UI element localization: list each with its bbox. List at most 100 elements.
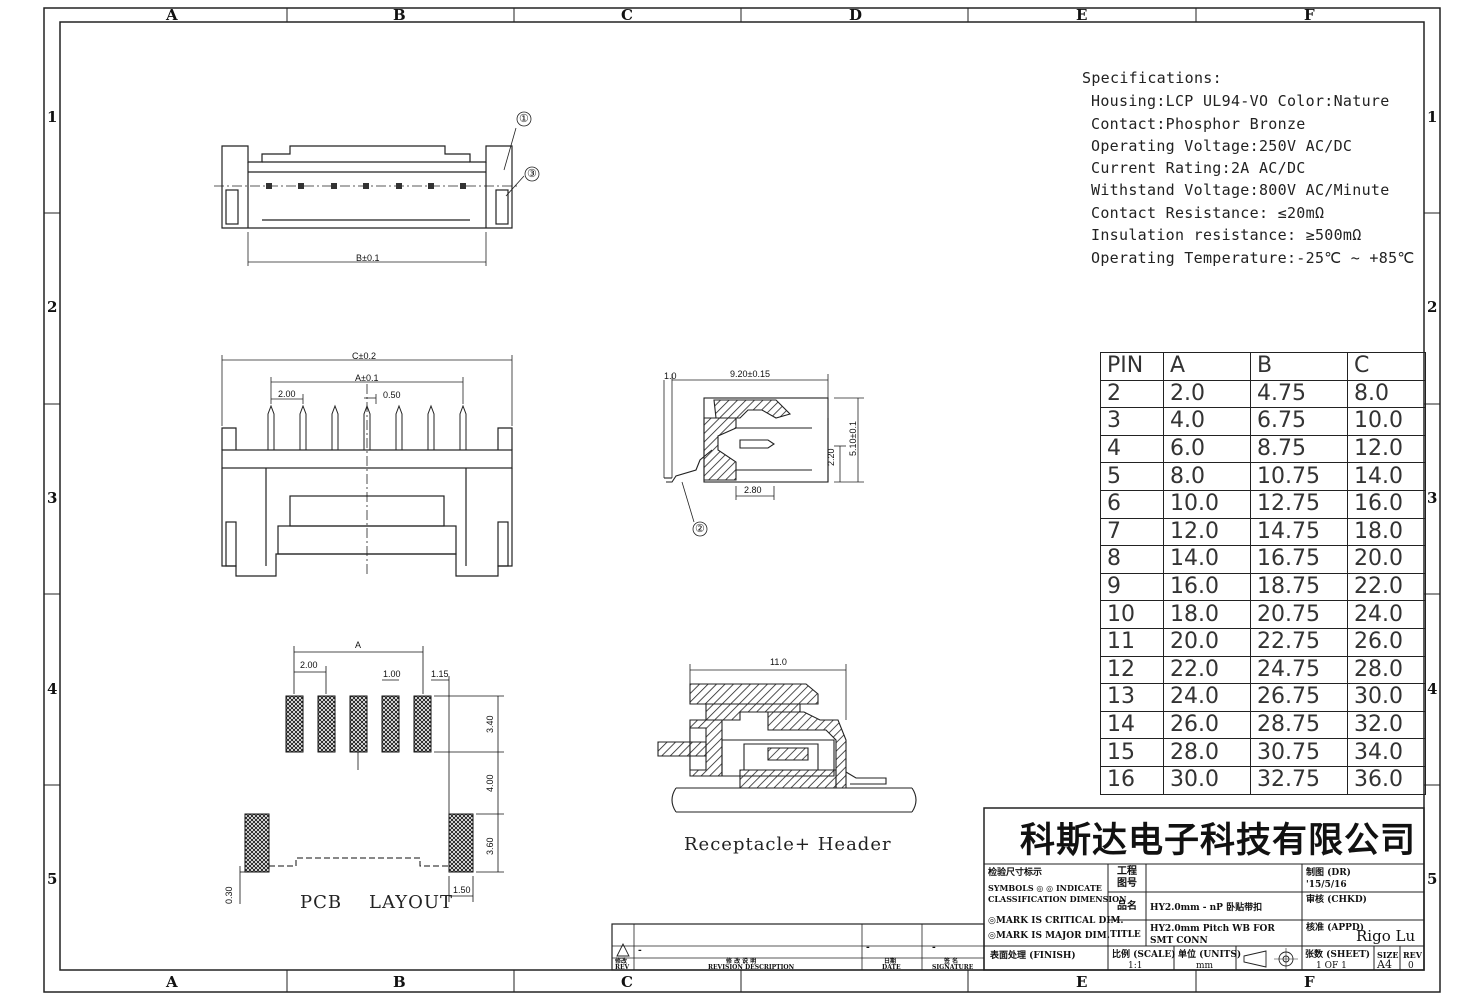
a-cell: 14.0 — [1163, 545, 1251, 574]
callout-3: ③ — [527, 168, 537, 180]
grid-row-1-left: 1 — [47, 108, 58, 126]
spec-temperature: Operating Temperature:-25℃ ~ +85℃ — [1091, 249, 1415, 267]
b-cell: 10.75 — [1250, 462, 1348, 491]
b-cell: 20.75 — [1250, 600, 1348, 629]
c-cell: 18.0 — [1347, 517, 1426, 547]
grid-row-1-right: 1 — [1427, 108, 1438, 126]
dim-top-b: B±0.1 — [356, 253, 380, 263]
grid-row-5-left: 5 — [47, 870, 58, 888]
callout-1: ① — [519, 113, 529, 125]
revision-date-en: DATE — [882, 964, 901, 971]
rev-label: REV — [1403, 950, 1422, 960]
b-cell: 26.75 — [1250, 683, 1348, 712]
pin-cell: 16 — [1100, 765, 1164, 795]
c-cell: 24.0 — [1347, 600, 1426, 629]
size-value: A4 — [1377, 958, 1392, 971]
revision-col-en: REV — [615, 964, 630, 971]
b-cell: 8.75 — [1250, 434, 1348, 464]
revision-description-en: REVISION DESCRIPTION — [708, 964, 795, 971]
grid-col-e-top: E — [1076, 6, 1088, 24]
col-header-pin: PIN — [1100, 352, 1164, 381]
dim-pcb-h1: 3.40 — [485, 715, 495, 733]
sheet-value: 1 OF 1 — [1316, 961, 1347, 971]
pin-cell: 13 — [1100, 683, 1164, 712]
critical-mark-label: ◎MARK IS CRITICAL DIM. — [988, 916, 1124, 926]
pin-cell: 15 — [1100, 738, 1164, 767]
front-view — [221, 355, 513, 577]
c-cell: 16.0 — [1347, 489, 1426, 519]
title-block — [611, 807, 1425, 971]
grid-col-f-top: F — [1304, 6, 1315, 24]
pin-cell: 8 — [1100, 545, 1164, 574]
c-cell: 32.0 — [1347, 710, 1426, 740]
grid-col-c-top: C — [621, 6, 633, 24]
pin-cell: 6 — [1100, 489, 1164, 519]
pin-cell: 2 — [1100, 379, 1164, 409]
classification-label: 检验尺寸标示 — [988, 868, 1043, 878]
c-cell: 8.0 — [1347, 379, 1426, 409]
project-label-2: 图号 — [1117, 878, 1137, 889]
dim-front-pitch: 2.00 — [278, 389, 296, 399]
grid-row-2-left: 2 — [47, 298, 58, 316]
project-label: 工程 — [1117, 866, 1137, 877]
top-view — [214, 111, 540, 266]
checked-label: 审核 (CHKD) — [1306, 895, 1367, 905]
major-mark-label: ◎MARK IS MAJOR DIM. — [988, 931, 1110, 941]
c-cell: 10.0 — [1347, 407, 1426, 436]
revision-date-cn: 日期 — [884, 958, 897, 965]
c-cell: 36.0 — [1347, 765, 1426, 795]
dim-pcb-pitch: 2.00 — [300, 660, 318, 670]
grid-row-2-right: 2 — [1427, 298, 1438, 316]
name-label: 品名 — [1117, 901, 1137, 912]
name-value: HY2.0mm - nP 卧贴带扣 — [1150, 903, 1263, 913]
a-cell: 18.0 — [1163, 600, 1251, 629]
spec-insulation: Insulation resistance: ≥500mΩ — [1091, 226, 1362, 244]
c-cell: 14.0 — [1347, 462, 1426, 491]
title-value: HY2.0mm Pitch WB FOR — [1150, 924, 1275, 934]
b-cell: 18.75 — [1250, 572, 1348, 602]
c-cell: 20.0 — [1347, 545, 1426, 574]
pin-cell: 12 — [1100, 655, 1164, 685]
revision-sign-en: SIGNATURE — [932, 964, 974, 971]
a-cell: 2.0 — [1163, 379, 1251, 409]
grid-row-4-right: 4 — [1427, 680, 1438, 698]
pin-cell: 4 — [1100, 434, 1164, 464]
revision-dash-3: - — [932, 943, 936, 953]
spec-housing: Housing:LCP UL94-VO Color:Nature — [1091, 92, 1390, 110]
pin-cell: 7 — [1100, 517, 1164, 547]
col-header-c: C — [1347, 352, 1426, 381]
b-cell: 32.75 — [1250, 765, 1348, 795]
approved-signature: Rigo Lu — [1356, 927, 1416, 945]
assembly-view — [657, 664, 917, 813]
units-label: 单位 (UNITS) — [1178, 950, 1242, 960]
a-cell: 20.0 — [1163, 627, 1251, 657]
c-cell: 12.0 — [1347, 434, 1426, 464]
col-header-a: A — [1163, 352, 1251, 381]
rev-value: 0 — [1408, 961, 1414, 971]
dim-pcb-h3: 3.60 — [485, 837, 495, 855]
b-cell: 24.75 — [1250, 655, 1348, 685]
revision-dash-1: - — [638, 946, 642, 956]
dim-pcb-w2: 1.50 — [453, 885, 471, 895]
revision-dash-2: - — [866, 943, 870, 953]
specs-heading: Specifications: — [1082, 69, 1222, 87]
dim-side-h2: 5.10±0.1 — [848, 421, 858, 456]
c-cell: 30.0 — [1347, 683, 1426, 712]
b-cell: 4.75 — [1250, 379, 1348, 409]
c-cell: 22.0 — [1347, 572, 1426, 602]
approved-label: 核准 (APPD) — [1306, 923, 1364, 933]
b-cell: 6.75 — [1250, 407, 1348, 436]
c-cell: 26.0 — [1347, 627, 1426, 657]
dim-side-h1: 2.20 — [826, 448, 836, 466]
